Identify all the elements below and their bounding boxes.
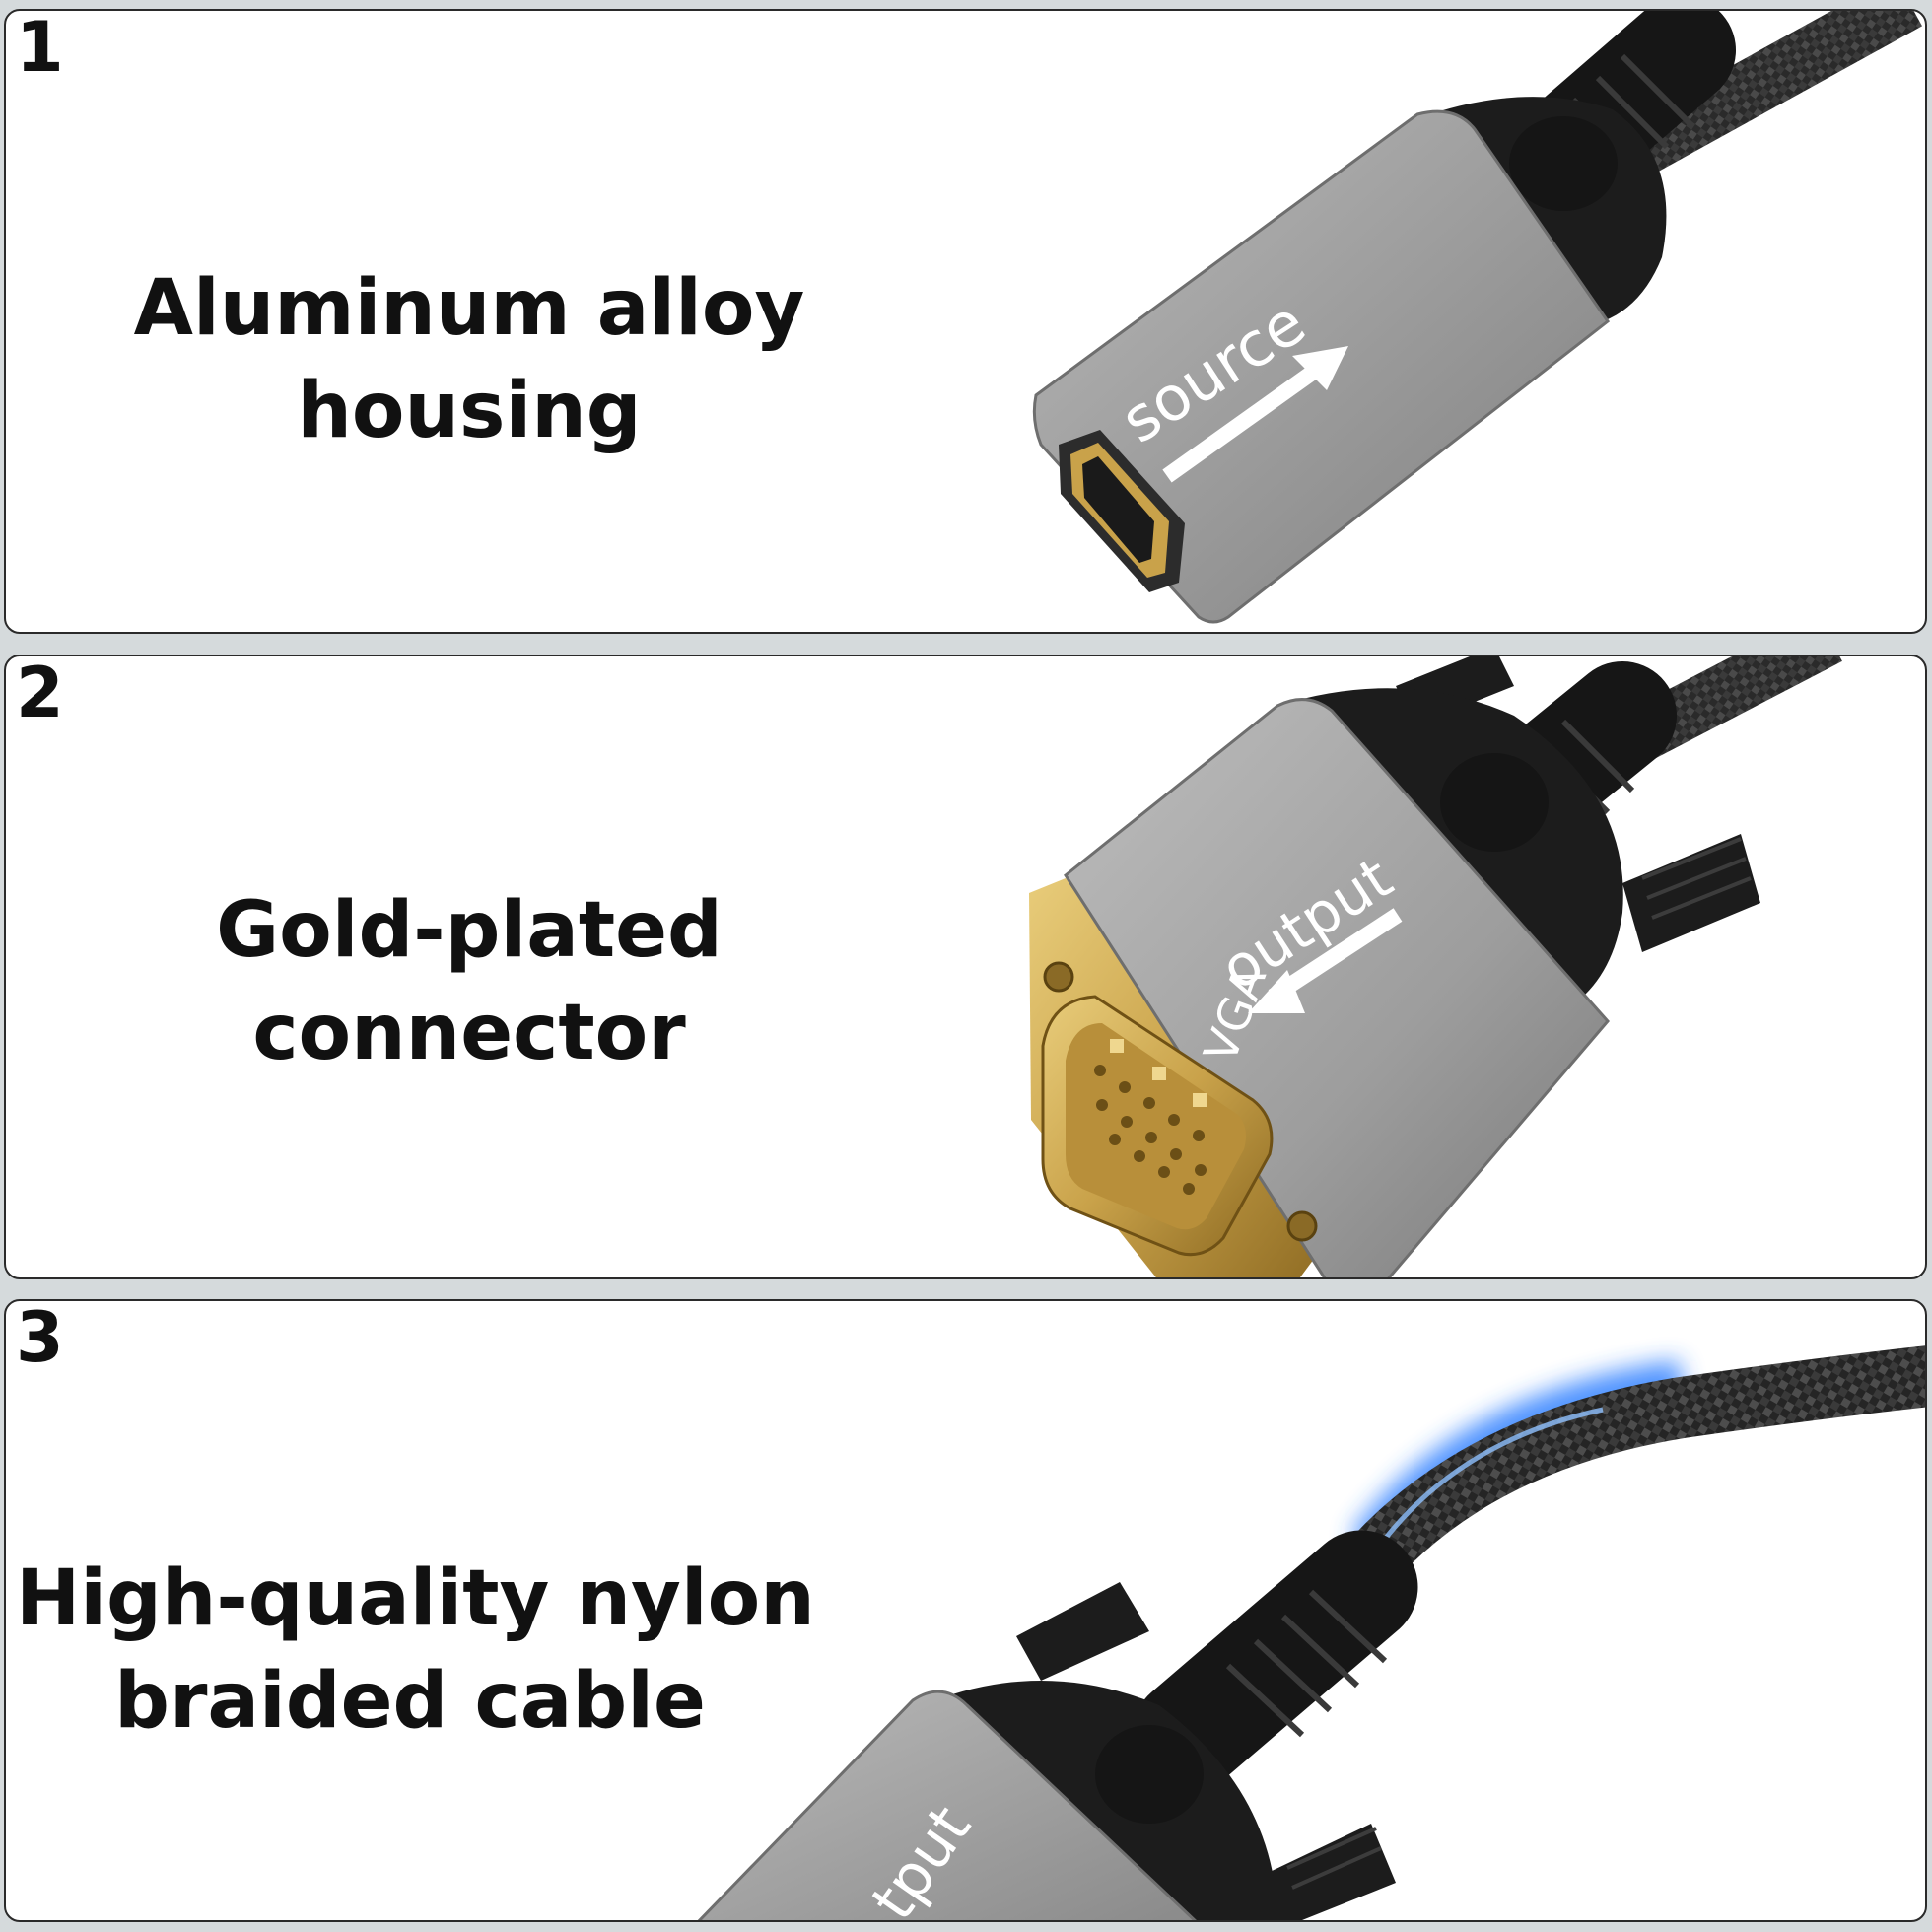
panel-gold-plated: 2 Gold-plated connector [4, 655, 1927, 1279]
panel-braided-cable: 3 High-quality nylon braided cable [4, 1299, 1927, 1922]
braided-cable-icon: tput [697, 1346, 1925, 1920]
panel-number: 2 [16, 655, 64, 733]
panel-caption: High-quality nylon braided cable [16, 1548, 815, 1753]
panel-caption: Aluminum alloy housing [85, 257, 854, 462]
hdmi-female-connector-icon: source [1032, 11, 1923, 624]
caption-line-2: braided cable [114, 1657, 706, 1746]
vga-male-connector-icon: output VGA [1029, 656, 1842, 1277]
caption-line-1: Aluminum alloy [133, 264, 805, 353]
caption-line-1: High-quality nylon [16, 1554, 815, 1643]
panel-number: 3 [16, 1299, 64, 1378]
panel-caption: Gold-plated connector [124, 879, 814, 1084]
panel-aluminum-housing: 1 Aluminum alloy housing [4, 9, 1927, 634]
caption-line-2: connector [252, 989, 686, 1077]
panel-number: 1 [16, 9, 64, 88]
caption-line-1: Gold-plated [216, 886, 723, 975]
caption-line-2: housing [297, 367, 642, 455]
